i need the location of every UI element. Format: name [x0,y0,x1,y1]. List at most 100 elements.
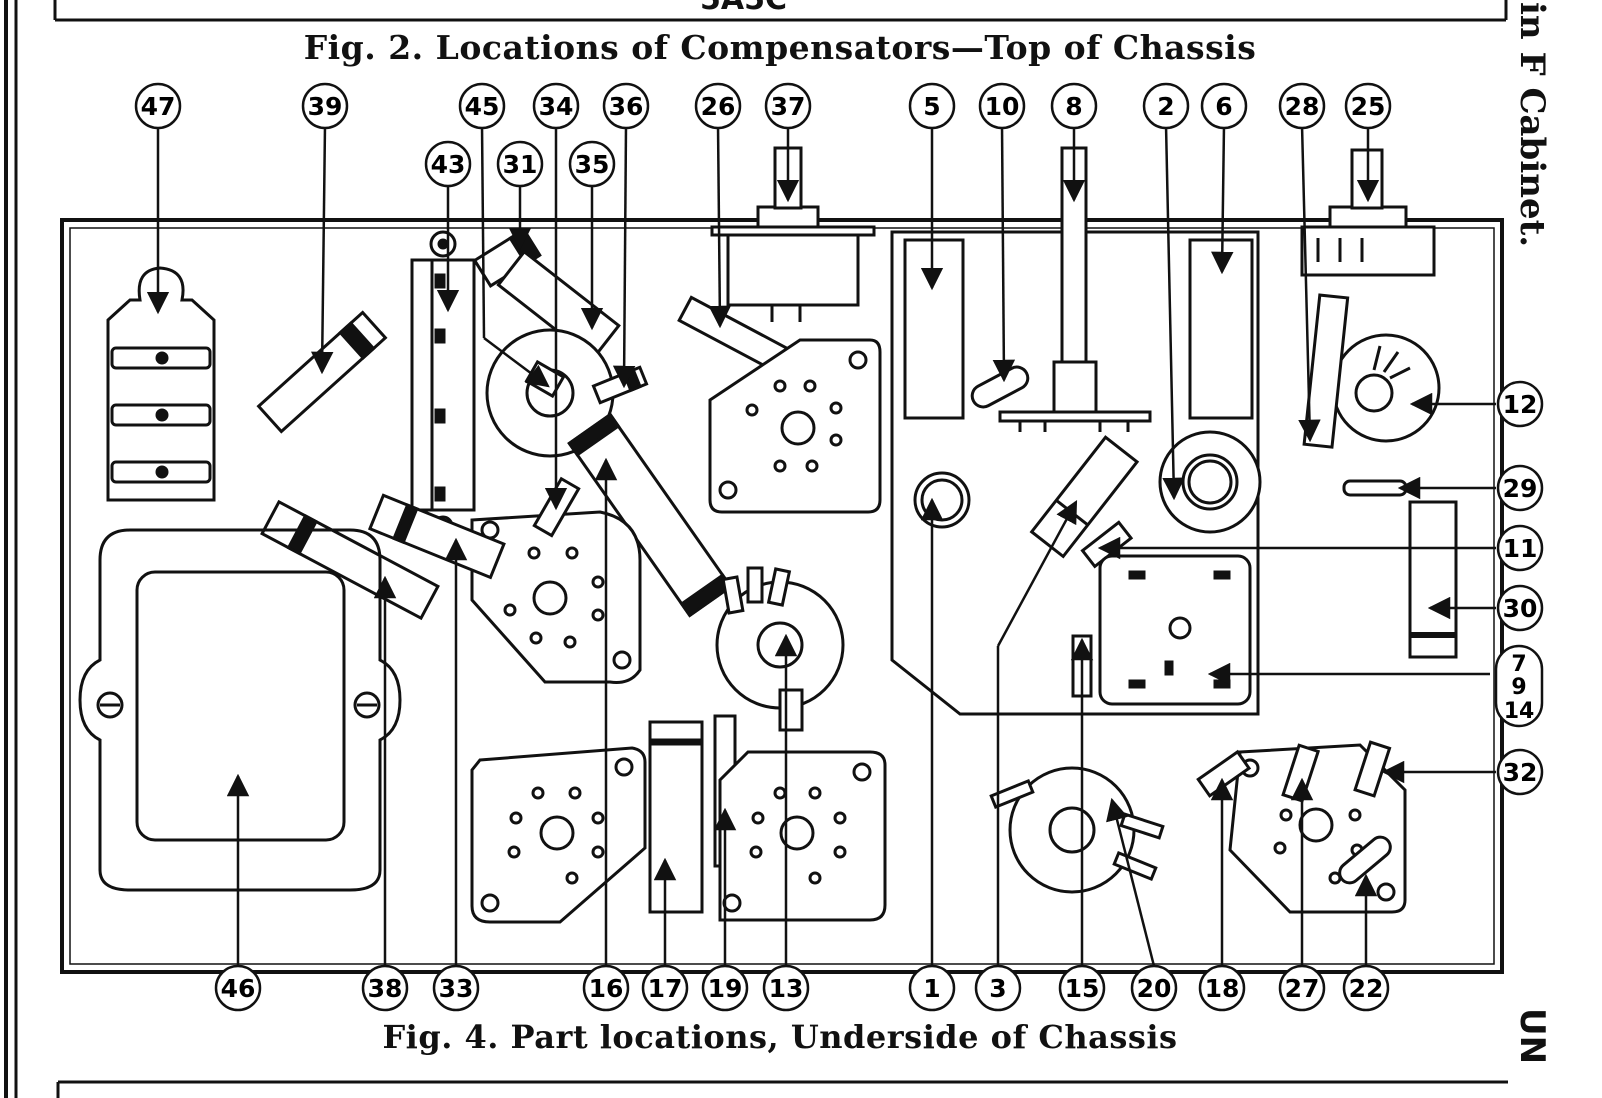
page-frame [4,0,1508,1098]
callout-13: 13 [762,964,810,1012]
leader-3b [996,500,1078,647]
callout-47-text: 47 [141,92,176,121]
leader-36 [612,124,636,389]
callout-2-text: 2 [1157,92,1174,121]
callout-13-text: 13 [769,974,804,1003]
callout-31-text: 31 [503,150,538,179]
callout-20-text: 20 [1137,974,1172,1003]
callout-1: 1 [908,964,956,1012]
part-35-capacitor [496,249,621,361]
part-13-round-socket [715,566,845,732]
callout-labels: 47 39 45 34 36 43 31 35 26 37 5 10 8 2 6… [134,82,1544,1012]
compensator-shield [890,230,1260,716]
callout-31: 31 [496,140,544,188]
callout-3-text: 3 [989,974,1006,1003]
callout-34: 34 [532,82,580,130]
callout-33-text: 33 [439,974,474,1003]
callout-30-text: 30 [1503,594,1538,623]
part-47-terminal-board [106,266,216,502]
part-45-socket [485,328,615,458]
callout-36-text: 36 [609,92,644,121]
callout-20: 20 [1130,964,1178,1012]
part-25-plug [1300,148,1436,277]
callout-8: 8 [1050,82,1098,130]
callout-16-text: 16 [589,974,624,1003]
callout-39-text: 39 [308,92,343,121]
callout-29: 29 [1496,464,1544,512]
callout-28-text: 28 [1285,92,1320,121]
callout-15-text: 15 [1065,974,1100,1003]
callout-22: 22 [1342,964,1390,1012]
callout-33: 33 [432,964,480,1012]
callout-11-text: 11 [1503,534,1538,563]
callout-18: 18 [1198,964,1246,1012]
callout-26-text: 26 [701,92,736,121]
leader-arrows [146,124,1496,967]
callout-7-9-14: 7 9 14 [1494,644,1544,728]
callout-2: 2 [1142,82,1190,130]
leader-26 [708,124,732,329]
callout-25-text: 25 [1351,92,1386,121]
callout-32: 32 [1496,748,1544,796]
part-12-socket [1331,333,1441,443]
callout-14-text: 14 [1504,699,1535,724]
callout-37-text: 37 [771,92,806,121]
leader-10 [992,124,1016,383]
part-2-socket-ring [1158,430,1262,534]
callout-16: 16 [582,964,630,1012]
callout-6-text: 6 [1215,92,1232,121]
callout-36: 36 [602,82,650,130]
part-43-terminal-strip [410,230,476,537]
callout-12: 12 [1496,380,1544,428]
callout-6: 6 [1200,82,1248,130]
leader-6 [1211,124,1234,275]
callout-17: 17 [641,964,689,1012]
callout-5: 5 [908,82,956,130]
callout-9-text: 9 [1511,675,1526,700]
callout-8-text: 8 [1065,92,1082,121]
callout-35: 35 [568,140,616,188]
callout-15: 15 [1058,964,1106,1012]
callout-18-text: 18 [1205,974,1240,1003]
callout-22-text: 22 [1349,974,1384,1003]
leader-39 [310,124,334,375]
callout-25: 25 [1344,82,1392,130]
fig2-caption: Fig. 2. Locations of Compensators—Top of… [303,28,1257,67]
part-37-plug-block [710,146,876,322]
leader-20 [1106,797,1156,967]
top-code-fragment: 5A5C [700,0,787,17]
part-33-resistor [367,493,506,580]
callout-32-text: 32 [1503,758,1538,787]
callout-7-text: 7 [1511,652,1526,677]
callout-43-text: 43 [431,150,466,179]
callout-38-text: 38 [368,974,403,1003]
callout-47: 47 [134,82,182,130]
callout-37: 37 [764,82,812,130]
callout-46: 46 [214,964,262,1012]
tube-socket-lower-left [470,746,647,924]
callout-26: 26 [694,82,742,130]
leader-45 [480,124,486,339]
callout-10: 10 [978,82,1026,130]
callout-38: 38 [361,964,409,1012]
tube-socket-lower-center [718,750,887,922]
callout-30: 30 [1496,584,1544,632]
callout-1-text: 1 [923,974,940,1003]
callout-11: 11 [1496,524,1544,572]
callout-3: 3 [974,964,1022,1012]
callout-45: 45 [458,82,506,130]
tube-socket-left-middle [470,510,642,684]
callout-34-text: 34 [539,92,574,121]
part-20-socket [989,766,1165,894]
callout-17-text: 17 [648,974,683,1003]
callout-12-text: 12 [1503,390,1538,419]
callout-35-text: 35 [575,150,610,179]
callout-43: 43 [424,140,472,188]
callout-29-text: 29 [1503,474,1538,503]
callout-27-text: 27 [1285,974,1320,1003]
callout-45-text: 45 [465,92,500,121]
leader-28 [1298,124,1321,443]
part-30-resistor [1408,500,1458,659]
part-17-capacitor [648,720,704,914]
